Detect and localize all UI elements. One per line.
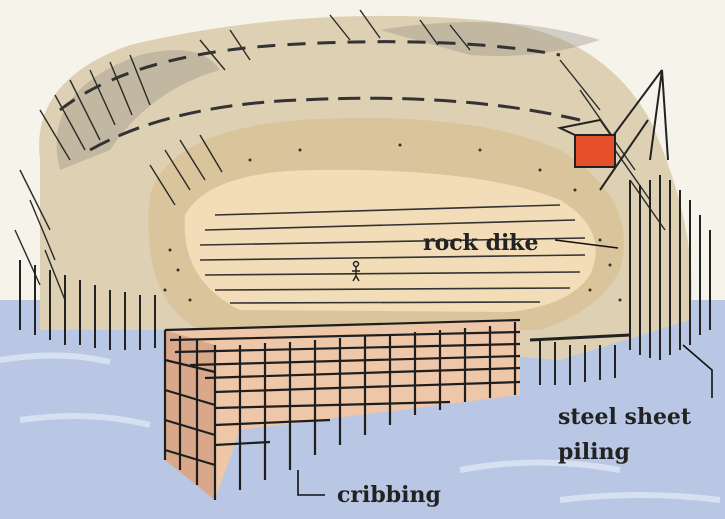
label-piling: piling bbox=[558, 440, 630, 465]
label-cribbing: cribbing bbox=[337, 483, 441, 508]
label-rock-dike: rock dike bbox=[423, 231, 539, 256]
label-steel-sheet: steel sheet bbox=[558, 405, 691, 430]
